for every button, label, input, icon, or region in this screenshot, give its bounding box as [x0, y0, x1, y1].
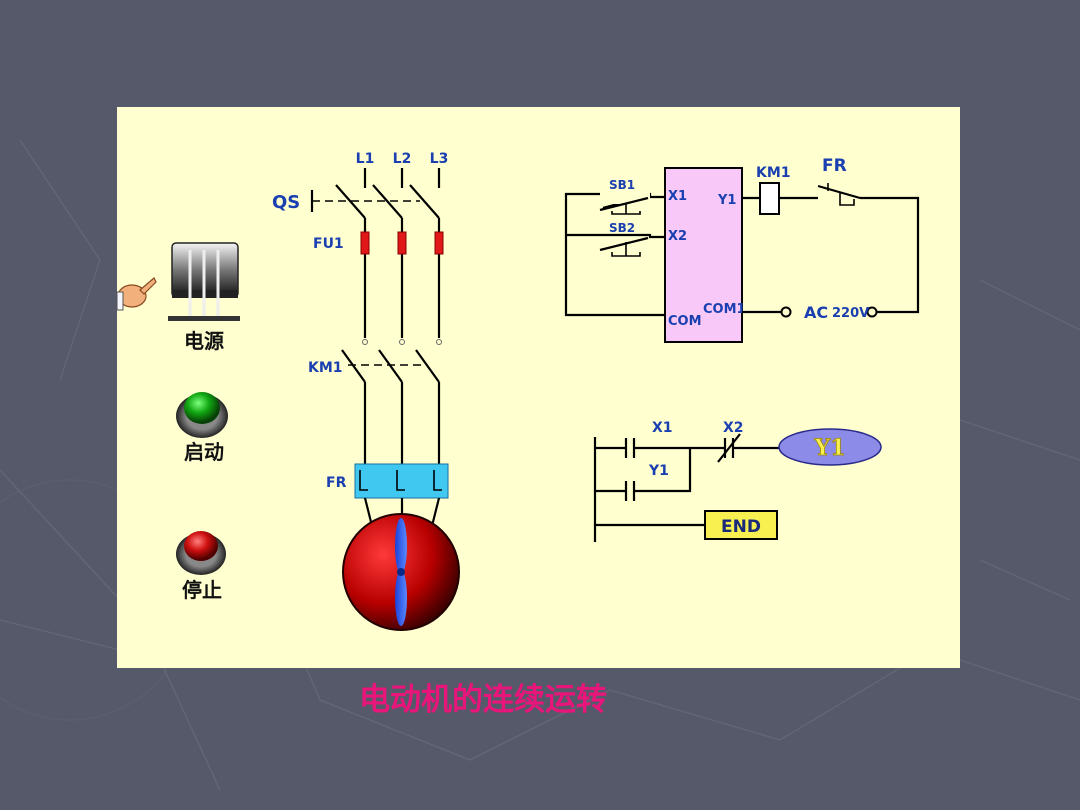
fr-main-label: FR	[326, 475, 347, 491]
qs-switch	[310, 184, 440, 219]
ac-label: AC	[804, 303, 828, 322]
stop-label: 停止	[182, 578, 222, 602]
start-button[interactable]	[176, 392, 228, 438]
ladder-x2-label: X2	[723, 420, 744, 436]
stop-button[interactable]	[176, 531, 226, 575]
fr-contact	[817, 183, 861, 206]
start-label: 启动	[184, 440, 224, 464]
plc-input-x1: X1	[668, 189, 687, 204]
sb1-label: SB1	[609, 178, 635, 192]
diagram-panel	[117, 107, 960, 668]
sb1-button	[599, 190, 650, 215]
fr-contact-label: FR	[822, 156, 847, 176]
km1-main-contacts	[341, 339, 442, 383]
plc-com1: COM1	[703, 302, 746, 317]
phase-l3-label: L3	[430, 151, 449, 167]
ac-voltage-label: 220V	[832, 306, 869, 321]
ladder-end-box	[704, 510, 778, 540]
fuses	[360, 231, 444, 255]
thermal-relay-fr	[354, 463, 449, 499]
main-circuit: L1 L2 L3 QS FU1 KM1	[272, 151, 460, 631]
pointing-hand-icon	[116, 277, 157, 311]
qs-label: QS	[272, 192, 300, 213]
plc-input-x2: X2	[668, 229, 687, 244]
km1-coil	[759, 182, 780, 215]
ladder-y1-coil: Y1	[778, 428, 882, 466]
phase-l2-label: L2	[393, 151, 412, 167]
slide-title: 电动机的连续运转	[359, 682, 607, 718]
ladder-y1-hold-label: Y1	[648, 463, 669, 479]
plc-box	[664, 167, 743, 343]
power-switch[interactable]	[168, 242, 240, 321]
motor	[342, 513, 460, 631]
motor-fan-blade-icon	[395, 518, 407, 626]
km1-coil-label: KM1	[756, 165, 791, 181]
sb2-label: SB2	[609, 221, 635, 235]
fu1-label: FU1	[313, 236, 344, 252]
ladder-diagram: X1 X2 Y1 Y1 END	[593, 420, 882, 542]
plc-com: COM	[668, 314, 702, 329]
power-label: 电源	[184, 329, 224, 353]
km1-main-label: KM1	[308, 360, 343, 376]
ladder-y1-coil-label: Y1	[813, 435, 845, 461]
ladder-end-label: END	[721, 517, 761, 537]
plc-wiring: X1 X2 COM Y1 COM1 SB1 SB2 KM1 FR	[564, 156, 920, 343]
ladder-x1-label: X1	[652, 420, 673, 436]
phase-l1-label: L1	[356, 151, 375, 167]
sb2-button	[599, 236, 649, 257]
plc-output-y1: Y1	[717, 193, 736, 208]
